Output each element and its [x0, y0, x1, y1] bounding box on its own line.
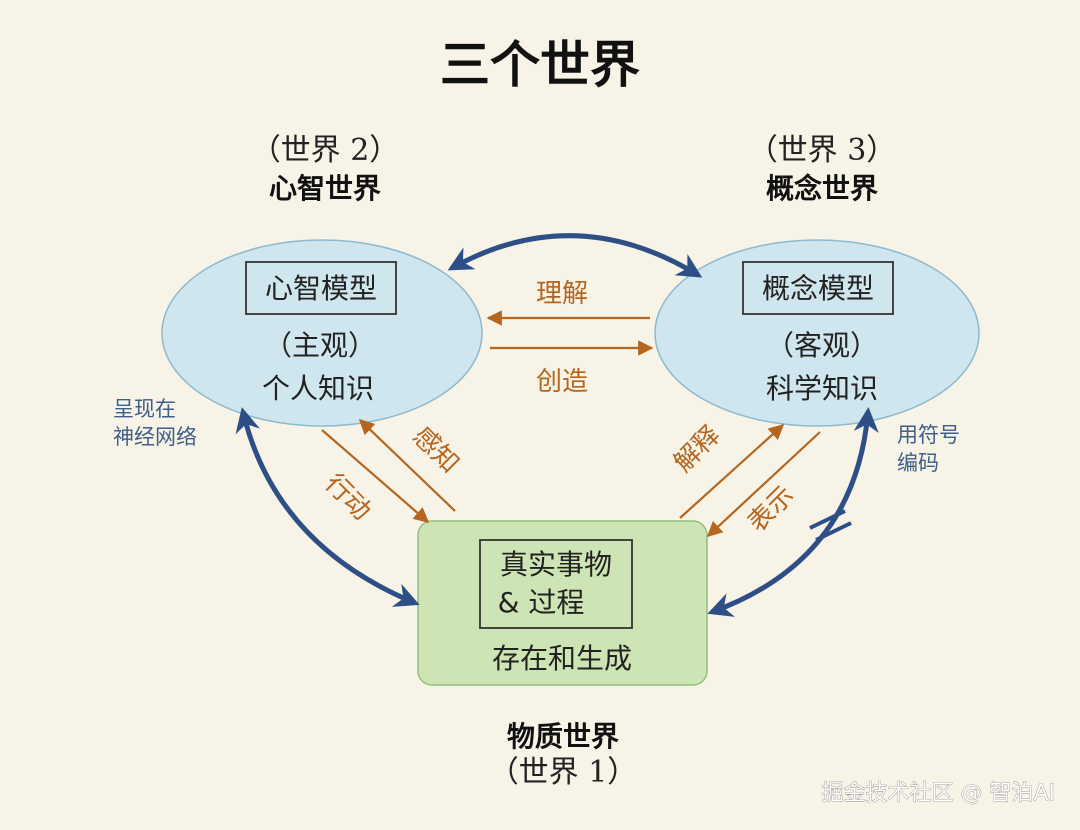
top-bidirectional-arrow — [447, 233, 703, 278]
watermark: 掘金技术社区 @ 智泊AI — [821, 781, 1055, 806]
right-side-label-2: 编码 — [897, 451, 939, 475]
process-label: & 过程 — [498, 586, 585, 619]
mind-model-box — [245, 261, 397, 315]
act-label: 行动 — [319, 468, 377, 526]
being-becoming-label: 存在和生成 — [492, 642, 632, 675]
explain-label: 解释 — [668, 420, 726, 478]
represent-label: 表示 — [742, 480, 800, 538]
perceive-arrow — [358, 418, 456, 512]
personal-knowledge-label: 个人知识 — [262, 372, 374, 405]
explain-arrow — [679, 423, 785, 519]
world2-number: （世界 2） — [251, 133, 400, 168]
create-label: 创造 — [536, 367, 588, 397]
left-bidirectional-arrow — [235, 407, 420, 607]
real-things-label: 真实事物 — [500, 548, 612, 581]
subjective-label: （主观） — [264, 329, 376, 362]
world3-name: 概念世界 — [766, 172, 878, 205]
concept-model-label: 概念模型 — [762, 272, 874, 305]
understand-label: 理解 — [536, 279, 588, 309]
world2-name: 心智世界 — [269, 172, 381, 205]
mind-model-label: 心智模型 — [265, 272, 377, 305]
left-side-label-1: 呈现在 — [113, 397, 176, 421]
perceive-label: 感知 — [407, 421, 465, 479]
double-slash-mark-1 — [809, 509, 846, 530]
world3-number: （世界 3） — [748, 133, 897, 168]
concept-model-box — [742, 261, 894, 315]
act-arrow — [321, 429, 430, 524]
left-side-label-2: 神经网络 — [113, 425, 197, 449]
science-knowledge-label: 科学知识 — [766, 372, 878, 405]
represent-arrow — [706, 431, 821, 538]
real-things-box — [479, 539, 633, 629]
page-title: 三个世界 — [440, 35, 640, 94]
right-side-label-1: 用符号 — [897, 423, 960, 447]
objective-label: （客观） — [766, 329, 878, 362]
double-slash-mark-2 — [815, 521, 852, 542]
world1-name: 物质世界 — [507, 720, 619, 753]
world1-number: （世界 1） — [489, 755, 638, 790]
